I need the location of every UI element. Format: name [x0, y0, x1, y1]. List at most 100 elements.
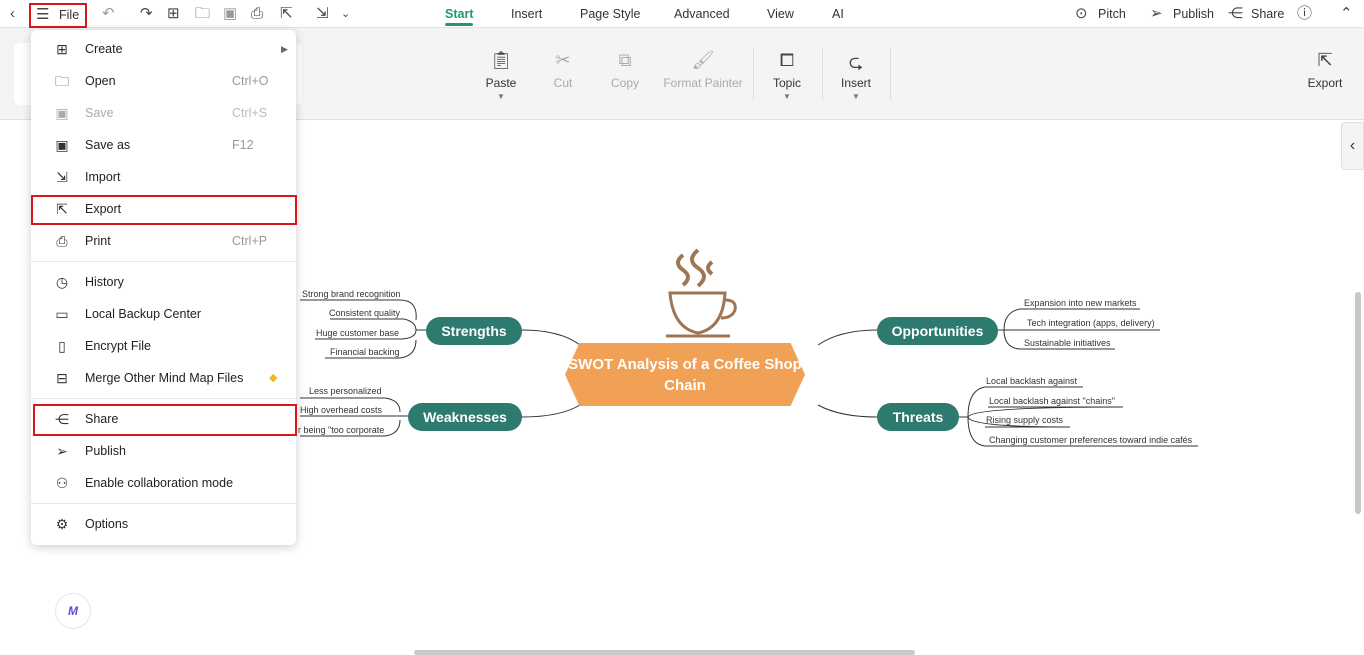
top-bar: ‹ ☰ File ↶ ↷ ⊞ 🗀 ▣ ⎙ ⇱ ⇲ ⌄ Start Insert … — [0, 0, 1364, 28]
horizontal-scrollbar[interactable] — [414, 650, 915, 655]
share-button[interactable]: Share — [1251, 7, 1285, 21]
divider — [822, 48, 823, 100]
subtopic[interactable]: Expansion into new markets — [1024, 298, 1137, 308]
menu-item-merge[interactable]: ⊟Merge Other Mind Map Files◆ — [31, 363, 296, 393]
menu-separator — [31, 261, 296, 262]
new-icon[interactable]: ⊞ — [167, 5, 180, 22]
subtopic[interactable]: Changing customer preferences toward ind… — [989, 435, 1193, 445]
print-icon[interactable]: ⎙ — [251, 5, 264, 22]
menu-item-import[interactable]: ⇲Import — [31, 162, 296, 192]
pitch-button[interactable]: Pitch — [1098, 7, 1126, 21]
menu-item-collaboration[interactable]: ⚇Enable collaboration mode — [31, 468, 296, 498]
menu-item-publish[interactable]: ➢Publish — [31, 436, 296, 466]
clock-icon: ◷ — [55, 274, 69, 290]
tab-page-style[interactable]: Page Style — [580, 7, 641, 21]
highlight-share — [33, 404, 297, 436]
menu-item-encrypt[interactable]: ▯Encrypt File — [31, 331, 296, 361]
tab-start[interactable]: Start — [445, 7, 474, 26]
cut-button[interactable]: ✂Cut — [548, 50, 578, 90]
menu-item-export[interactable]: ⇱Export — [31, 194, 296, 224]
topic-weaknesses[interactable]: Weaknesses — [408, 403, 522, 431]
divider — [753, 48, 754, 100]
redo-icon[interactable]: ↷ — [140, 5, 153, 22]
subtopic[interactable]: Less personalized — [309, 386, 382, 396]
more-icon[interactable]: ⌄ — [341, 8, 351, 20]
import-icon[interactable]: ⇲ — [316, 5, 329, 22]
vertical-scrollbar[interactable] — [1355, 292, 1361, 514]
export-ribbon-button[interactable]: ⇱Export — [1305, 50, 1345, 90]
tab-advanced[interactable]: Advanced — [674, 7, 730, 21]
collaboration-icon: ⚇ — [55, 475, 69, 491]
topic-button[interactable]: ⧠Topic▼ — [770, 50, 804, 101]
subtopic[interactable]: Strong brand recognition — [302, 289, 401, 299]
publish-button[interactable]: Publish — [1173, 7, 1214, 21]
export-icon: ⇱ — [56, 201, 68, 217]
send-icon: ➢ — [1150, 5, 1163, 22]
backup-icon: ▭ — [55, 306, 69, 322]
share-icon: ⋲ — [1228, 5, 1243, 22]
lock-icon: ▯ — [58, 338, 66, 354]
menu-item-options[interactable]: ⚙Options — [31, 509, 296, 539]
insert-button[interactable]: ⮎Insert▼ — [838, 50, 874, 101]
file-label: File — [59, 8, 80, 22]
subtopic[interactable]: Sustainable initiatives — [1024, 338, 1111, 348]
save-icon[interactable]: ▣ — [223, 5, 238, 22]
menu-item-share[interactable]: ⋲Share — [31, 404, 296, 434]
paste-button[interactable]: 📋︎Paste▼ — [485, 50, 517, 101]
highlight-file-button — [29, 3, 87, 28]
clipboard-icon: 📋︎ — [489, 50, 513, 70]
save-as-icon: ▣ — [55, 137, 69, 153]
undo-icon[interactable]: ↶ — [102, 5, 115, 22]
folder-icon: 🗀 — [55, 73, 69, 89]
share-icon: ⋲ — [55, 411, 69, 427]
tab-view[interactable]: View — [767, 7, 794, 21]
hamburger-icon: ☰ — [36, 6, 50, 23]
menu-item-create[interactable]: ⊞Create▶ — [31, 34, 296, 64]
format-painter-button[interactable]: 🖌︎Format Painter — [663, 50, 743, 90]
coffee-cup-icon — [666, 248, 737, 338]
menu-separator — [31, 398, 296, 399]
print-icon: ⎙ — [56, 233, 68, 249]
central-topic[interactable]: SWOT Analysis of a Coffee Shop Chain — [565, 343, 805, 406]
menu-separator — [31, 503, 296, 504]
export-icon: ⇱ — [1317, 50, 1333, 70]
subtopic[interactable]: r being "too corporate — [298, 425, 385, 435]
subtopic[interactable]: Tech integration (apps, delivery) — [1027, 318, 1155, 328]
insert-connector-icon: ⮎ — [848, 52, 864, 72]
collapse-ribbon-icon[interactable]: ⌃ — [1340, 5, 1353, 22]
tab-ai[interactable]: AI — [832, 7, 844, 21]
subtopic[interactable]: Huge customer base — [316, 328, 400, 338]
subtopic[interactable]: Consistent quality — [329, 308, 401, 318]
menu-item-history[interactable]: ◷History — [31, 267, 296, 297]
open-folder-icon[interactable]: 🗀 — [195, 5, 211, 22]
app-logo-icon[interactable]: M — [55, 593, 91, 629]
subtopic[interactable]: High overhead costs — [300, 405, 383, 415]
subtopic[interactable]: Rising supply costs — [986, 415, 1064, 425]
subtopic[interactable]: Financial backing — [330, 347, 400, 357]
tab-insert[interactable]: Insert — [511, 7, 543, 21]
topic-strengths[interactable]: Strengths — [426, 317, 522, 345]
help-icon[interactable]: ⓘ — [1297, 5, 1313, 22]
highlight-export — [31, 195, 297, 225]
copy-button[interactable]: ⧉Copy — [608, 50, 642, 90]
divider — [890, 48, 891, 100]
topic-threats[interactable]: Threats — [877, 403, 959, 431]
save-icon: ▣ — [55, 105, 69, 121]
topic-opportunities[interactable]: Opportunities — [877, 317, 998, 345]
menu-item-local-backup[interactable]: ▭Local Backup Center — [31, 299, 296, 329]
subtopic[interactable]: Local backlash against — [986, 376, 1078, 386]
premium-gem-icon: ◆ — [269, 372, 278, 384]
send-icon: ➢ — [56, 443, 68, 459]
play-icon: ⊙ — [1075, 5, 1088, 22]
merge-icon: ⊟ — [56, 370, 68, 386]
topic-icon: ⧠ — [779, 50, 795, 70]
subtopic[interactable]: Local backlash against "chains" — [989, 396, 1115, 406]
back-icon[interactable]: ‹ — [10, 5, 15, 22]
export-icon[interactable]: ⇱ — [280, 5, 293, 22]
